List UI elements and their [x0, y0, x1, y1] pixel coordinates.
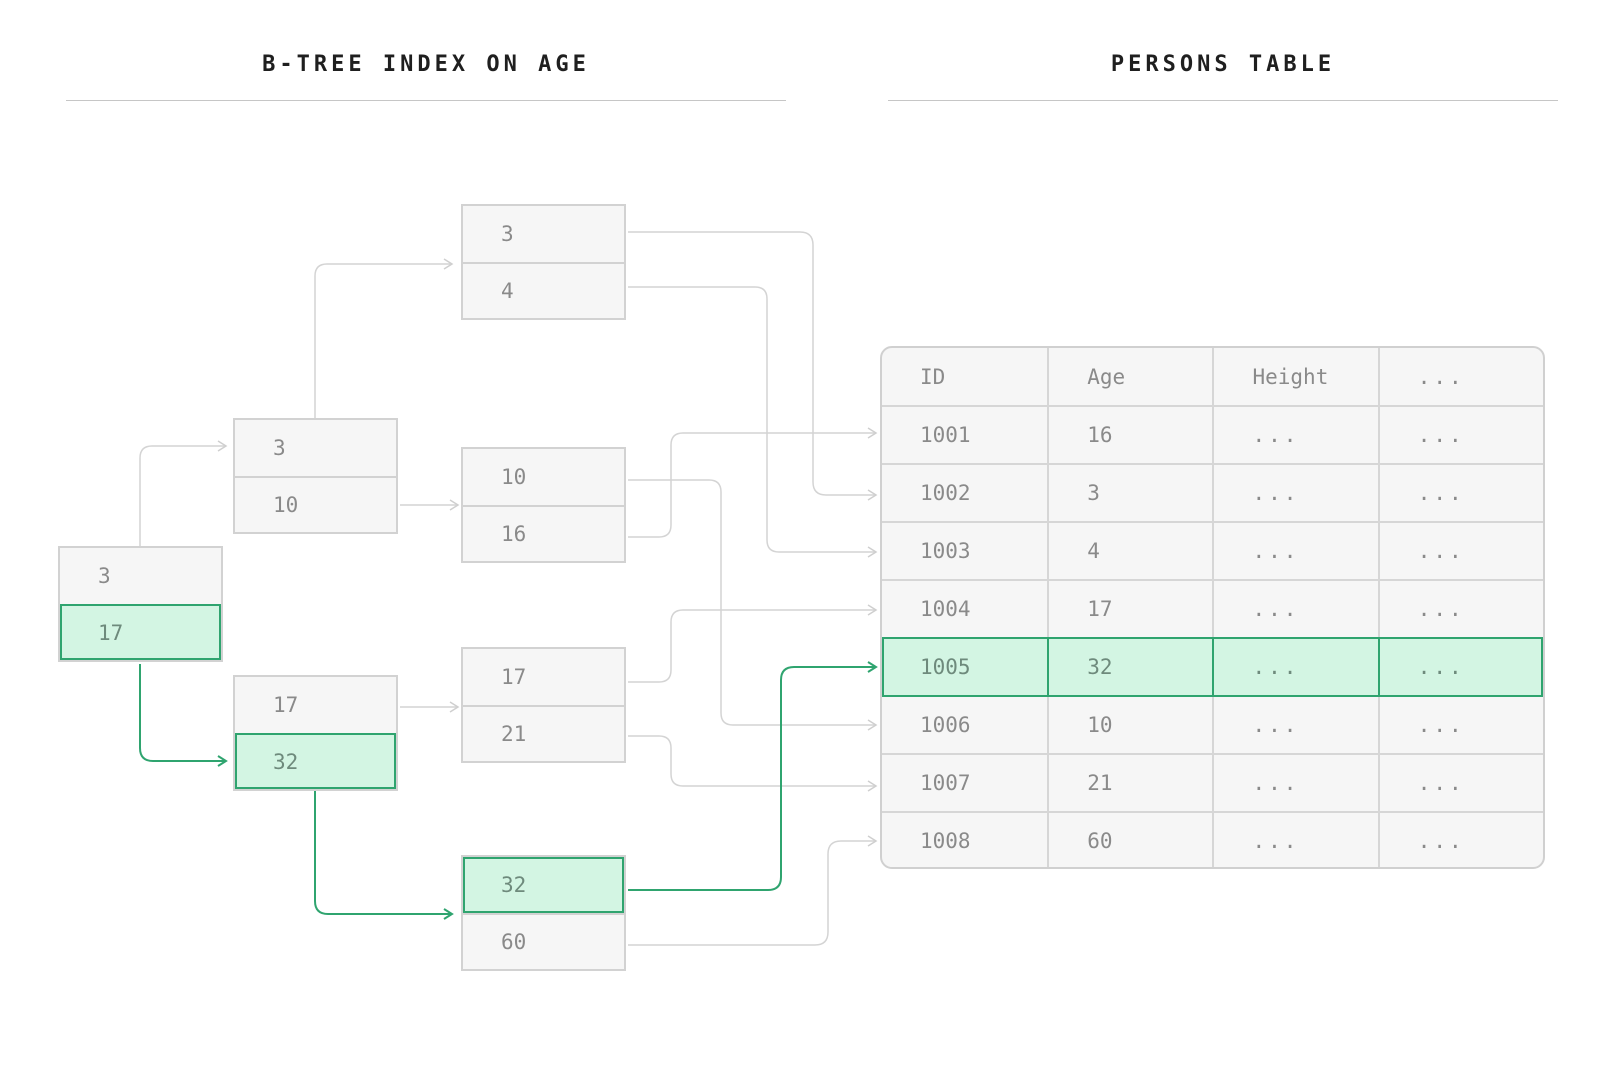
link-leaf-21 — [628, 735, 878, 792]
cell-more: ... — [1377, 697, 1543, 753]
cell-age: 10 — [1047, 697, 1212, 753]
link-l2b-32 — [314, 791, 454, 920]
internal-a-key-0: 3 — [235, 420, 396, 476]
cell-height: ... — [1212, 465, 1377, 521]
cell-height: ... — [1212, 407, 1377, 463]
link-root-17 — [139, 664, 228, 767]
cell-id: 1007 — [920, 771, 971, 795]
leaf-3-key-0: 17 — [463, 649, 624, 705]
table-title: PERSONS TABLE — [1110, 52, 1336, 77]
column-header-age: Age — [1047, 348, 1212, 405]
link-leaf-32 — [628, 661, 878, 891]
cell-height: ... — [1212, 755, 1377, 811]
cell-id: 1006 — [920, 713, 971, 737]
cell-more: ... — [1377, 755, 1543, 811]
cell-more: ... — [1377, 407, 1543, 463]
link-leaf-3 — [628, 231, 878, 501]
cell-id: 1004 — [920, 597, 971, 621]
table-row: 1001 16 ... ... — [882, 405, 1543, 463]
column-header-id: ID — [920, 364, 946, 389]
btree-leaf-node-4: 32 60 — [461, 855, 626, 971]
index-title: B-TREE INDEX ON AGE — [262, 52, 590, 77]
cell-id: 1002 — [920, 481, 971, 505]
leaf-4-key-1: 60 — [463, 913, 624, 969]
cell-more: ... — [1377, 639, 1543, 695]
cell-age: 17 — [1047, 581, 1212, 637]
leaf-2-key-0: 10 — [463, 449, 624, 505]
link-leaf-17 — [628, 604, 878, 683]
cell-more: ... — [1377, 581, 1543, 637]
cell-id: 1008 — [920, 829, 971, 853]
btree-internal-node-b: 17 32 — [233, 675, 398, 791]
table-title-rule — [888, 100, 1558, 101]
leaf-1-key-0: 3 — [463, 206, 624, 262]
table-row: 1006 10 ... ... — [882, 695, 1543, 753]
index-title-rule — [66, 100, 786, 101]
btree-root-node: 3 17 — [58, 546, 223, 662]
cell-age: 16 — [1047, 407, 1212, 463]
cell-height: ... — [1212, 697, 1377, 753]
leaf-2-key-1: 16 — [463, 505, 624, 561]
internal-a-key-1: 10 — [235, 476, 396, 532]
link-leaf-60 — [628, 835, 878, 946]
leaf-3-key-1: 21 — [463, 705, 624, 761]
table-row-highlighted: 1005 32 ... ... — [882, 637, 1543, 697]
btree-leaf-node-3: 17 21 — [461, 647, 626, 763]
cell-age: 3 — [1047, 465, 1212, 521]
table-row: 1007 21 ... ... — [882, 753, 1543, 811]
leaf-1-key-1: 4 — [463, 262, 624, 318]
table-row: 1004 17 ... ... — [882, 579, 1543, 637]
root-key-0: 3 — [60, 548, 221, 604]
btree-leaf-node-1: 3 4 — [461, 204, 626, 320]
link-leaf-4 — [628, 286, 878, 558]
cell-height: ... — [1212, 581, 1377, 637]
cell-more: ... — [1377, 813, 1543, 867]
cell-id: 1003 — [920, 539, 971, 563]
link-l2a-3 — [314, 258, 454, 418]
table-row: 1008 60 ... ... — [882, 811, 1543, 867]
link-leaf-16 — [628, 427, 878, 538]
btree-leaf-node-2: 10 16 — [461, 447, 626, 563]
table-header-row: ID Age Height ... — [882, 348, 1543, 405]
cell-height: ... — [1212, 813, 1377, 867]
cell-more: ... — [1377, 523, 1543, 579]
cell-more: ... — [1377, 465, 1543, 521]
cell-age: 60 — [1047, 813, 1212, 867]
cell-id: 1001 — [920, 423, 971, 447]
root-key-1: 17 — [60, 604, 221, 660]
link-root-3 — [139, 440, 228, 546]
link-leaf-10 — [628, 479, 878, 731]
cell-age: 32 — [1047, 639, 1212, 695]
column-header-height: Height — [1212, 348, 1377, 405]
cell-id: 1005 — [920, 655, 971, 679]
cell-height: ... — [1212, 523, 1377, 579]
internal-b-key-0: 17 — [235, 677, 396, 733]
table-row: 1002 3 ... ... — [882, 463, 1543, 521]
persons-table: ID Age Height ... 1001 16 ... ... 1002 3… — [880, 346, 1545, 869]
column-header-more: ... — [1377, 348, 1543, 405]
cell-height: ... — [1212, 639, 1377, 695]
leaf-4-key-0: 32 — [463, 857, 624, 913]
cell-age: 4 — [1047, 523, 1212, 579]
internal-b-key-1: 32 — [235, 733, 396, 789]
btree-internal-node-a: 3 10 — [233, 418, 398, 534]
table-row: 1003 4 ... ... — [882, 521, 1543, 579]
cell-age: 21 — [1047, 755, 1212, 811]
